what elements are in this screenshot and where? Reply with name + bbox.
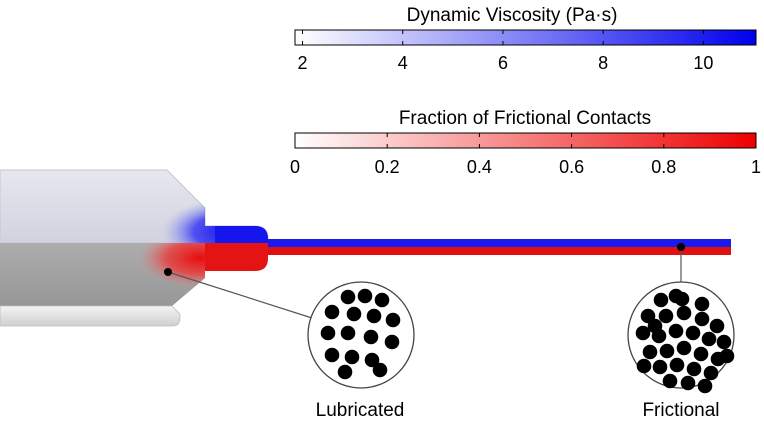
frictional-gradient-bar [294,132,757,149]
frictional-particle-12 [701,331,717,347]
frictional-particle-20 [669,357,685,373]
frictional-particle-22 [703,365,719,381]
lubricated-particle-6 [385,312,401,328]
frictional-particle-11 [685,325,701,341]
frictional-tick-labels: 0 0.2 0.4 0.6 0.8 1 [290,157,761,177]
frictional-particle-28 [668,288,684,304]
viscosity-tick-labels: 2 4 6 8 10 [298,53,714,73]
viscosity-colorbar: Dynamic Viscosity (Pa·s) 2 4 6 8 10 [294,5,757,73]
lubricated-inset: Lubricated [307,281,415,421]
viscosity-colorbar-title: Dynamic Viscosity (Pa·s) [407,5,618,26]
frictional-particle-19 [652,359,668,375]
lubricated-particle-12 [344,349,360,365]
frictional-tick-label-4: 0.8 [651,157,676,177]
frictional-marker-dot [677,243,685,251]
viscosity-gradient-bar [294,29,757,46]
callout-lubricated [164,268,313,319]
viscosity-tick-label-1: 4 [398,53,408,73]
viscosity-tick-marks [302,30,704,45]
viscosity-tick-label-0: 2 [298,53,308,73]
frictional-tick-label-5: 1 [751,157,761,177]
frictional-particle-16 [676,340,692,356]
lubricated-particle-1 [357,288,373,304]
frictional-particle-26 [636,358,652,374]
lubricated-particle-15 [372,362,388,378]
frictional-tick-marks [386,133,665,148]
frictional-particle-4 [658,308,674,324]
lubricated-particle-13 [364,352,380,368]
lubricated-particle-11 [324,347,340,363]
lubricated-particle-2 [374,292,390,308]
frictional-tick-label-1: 0.2 [375,157,400,177]
viscosity-tick-label-4: 10 [693,53,713,73]
lubricated-particle-3 [324,304,340,320]
lubricated-particles [320,288,401,380]
frictional-particle-27 [719,348,735,364]
frictional-particle-25 [697,378,713,394]
frictional-particle-17 [693,346,709,362]
frictional-particle-29 [647,318,663,334]
strand-friction-layer [268,247,731,255]
lubricated-particle-14 [337,364,353,380]
lubricated-particle-10 [384,334,400,350]
frictional-tick-label-2: 0.4 [467,157,492,177]
callout-frictional [677,243,685,287]
viscosity-tick-label-2: 6 [498,53,508,73]
lubricated-particle-7 [320,325,336,341]
frictional-particle-2 [694,296,710,312]
frictional-particle-24 [680,375,696,391]
frictional-tick-label-3: 0.6 [559,157,584,177]
lubricated-particle-9 [363,329,379,345]
frictional-tick-label-0: 0 [290,157,300,177]
frictional-particle-8 [635,325,651,341]
frictional-particle-21 [686,361,702,377]
extruded-strand [268,239,731,255]
viscosity-tick-label-3: 8 [598,53,608,73]
lubricated-particle-0 [340,289,356,305]
frictional-particle-5 [676,305,692,321]
lubricated-label: Lubricated [316,400,405,421]
frictional-label: Frictional [642,400,719,421]
frictional-particle-0 [653,292,669,308]
frictional-particles [635,288,735,394]
frictional-particle-6 [694,311,710,327]
frictional-particle-13 [716,334,732,350]
lubricated-marker-dot [164,268,172,276]
frictional-particle-14 [642,344,658,360]
frictional-inset: Frictional [627,281,735,421]
lubricated-particle-4 [346,306,362,322]
frictional-particle-10 [668,323,684,339]
frictional-particle-15 [659,343,675,359]
frictional-particle-23 [662,373,678,389]
frictional-particle-7 [709,318,725,334]
lower-body-bottom-face [0,305,181,327]
lubricated-particle-5 [366,308,382,324]
lubricated-particle-8 [340,325,356,341]
strand-viscosity-layer [268,239,731,247]
frictional-colorbar-title: Fraction of Frictional Contacts [399,108,651,129]
